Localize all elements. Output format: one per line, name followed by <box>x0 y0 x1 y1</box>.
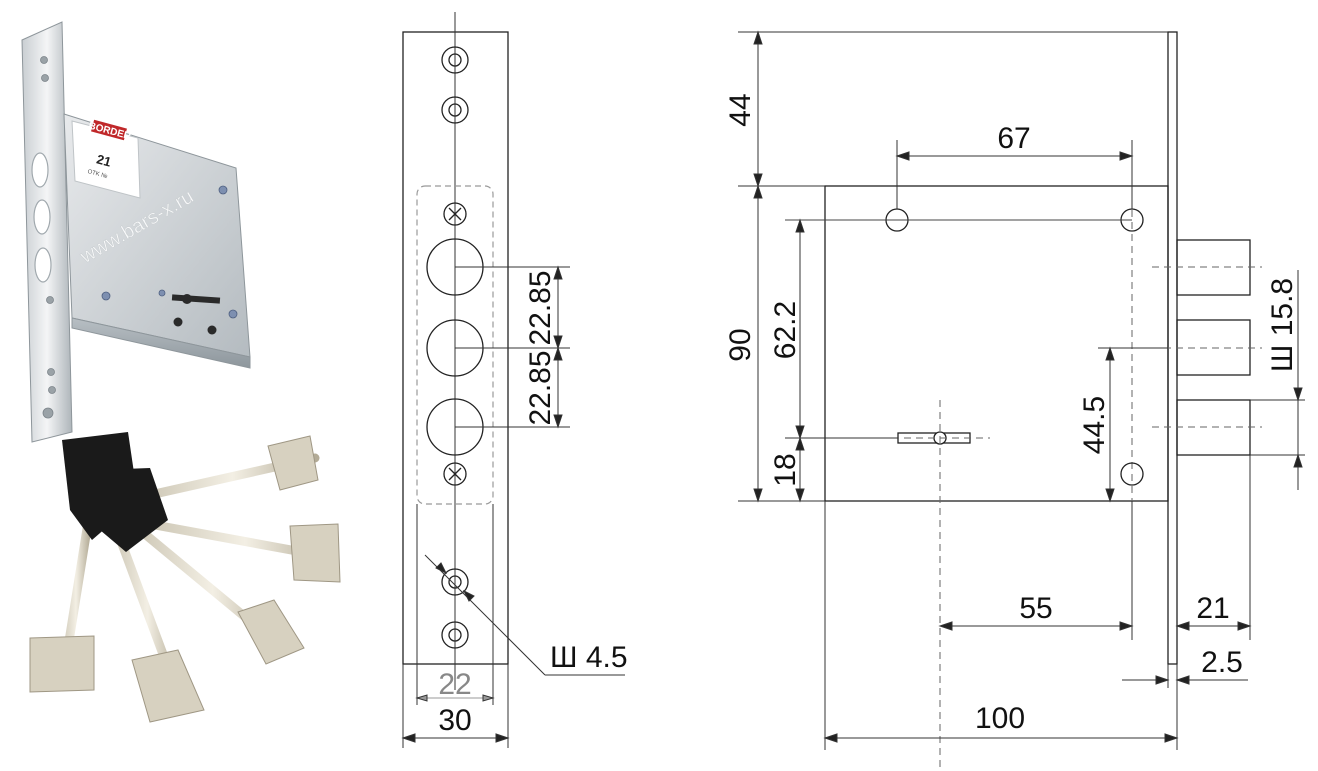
model-text: 21 <box>95 151 113 169</box>
dim-depth: 100 <box>975 702 1025 735</box>
dim-keyhole-bottom: 18 <box>769 453 802 486</box>
keys-photo <box>29 432 341 723</box>
brand-label: BORDER 21 OTK № <box>71 119 141 199</box>
faceplate-case-outline <box>416 185 494 505</box>
dim-spacing-upper: 22.85 <box>524 270 557 345</box>
dim-width-inner: 22 <box>438 668 471 701</box>
dim-backset: 55 <box>1019 592 1052 625</box>
dim-plate-thickness: 2.5 <box>1201 646 1243 679</box>
body-drawing: 44 90 62.2 18 67 <box>724 30 1305 771</box>
dim-width-outer: 30 <box>438 704 471 737</box>
lock-case-outline <box>824 185 1169 502</box>
faceplate-drawing: 22.85 22.85 Ш 4.5 22 30 <box>401 12 628 748</box>
dim-lower-hole-height: 44.5 <box>1078 396 1111 454</box>
dim-top-offset: 44 <box>724 93 757 126</box>
dim-bolt-diameter: Ш 15.8 <box>1266 278 1299 372</box>
dim-height: 90 <box>724 328 757 361</box>
dim-hole-diameter: Ш 4.5 <box>550 641 628 674</box>
dim-hole-spacing: 67 <box>997 122 1030 155</box>
dim-spacing-lower: 22.85 <box>524 350 557 425</box>
dim-bolt-projection: 21 <box>1196 592 1229 625</box>
lock-photo: BORDER 21 OTK № www.bars-x.ru <box>21 21 251 443</box>
lock-faceplate-image <box>21 21 73 443</box>
dim-keyhole-height: 62.2 <box>769 301 802 359</box>
